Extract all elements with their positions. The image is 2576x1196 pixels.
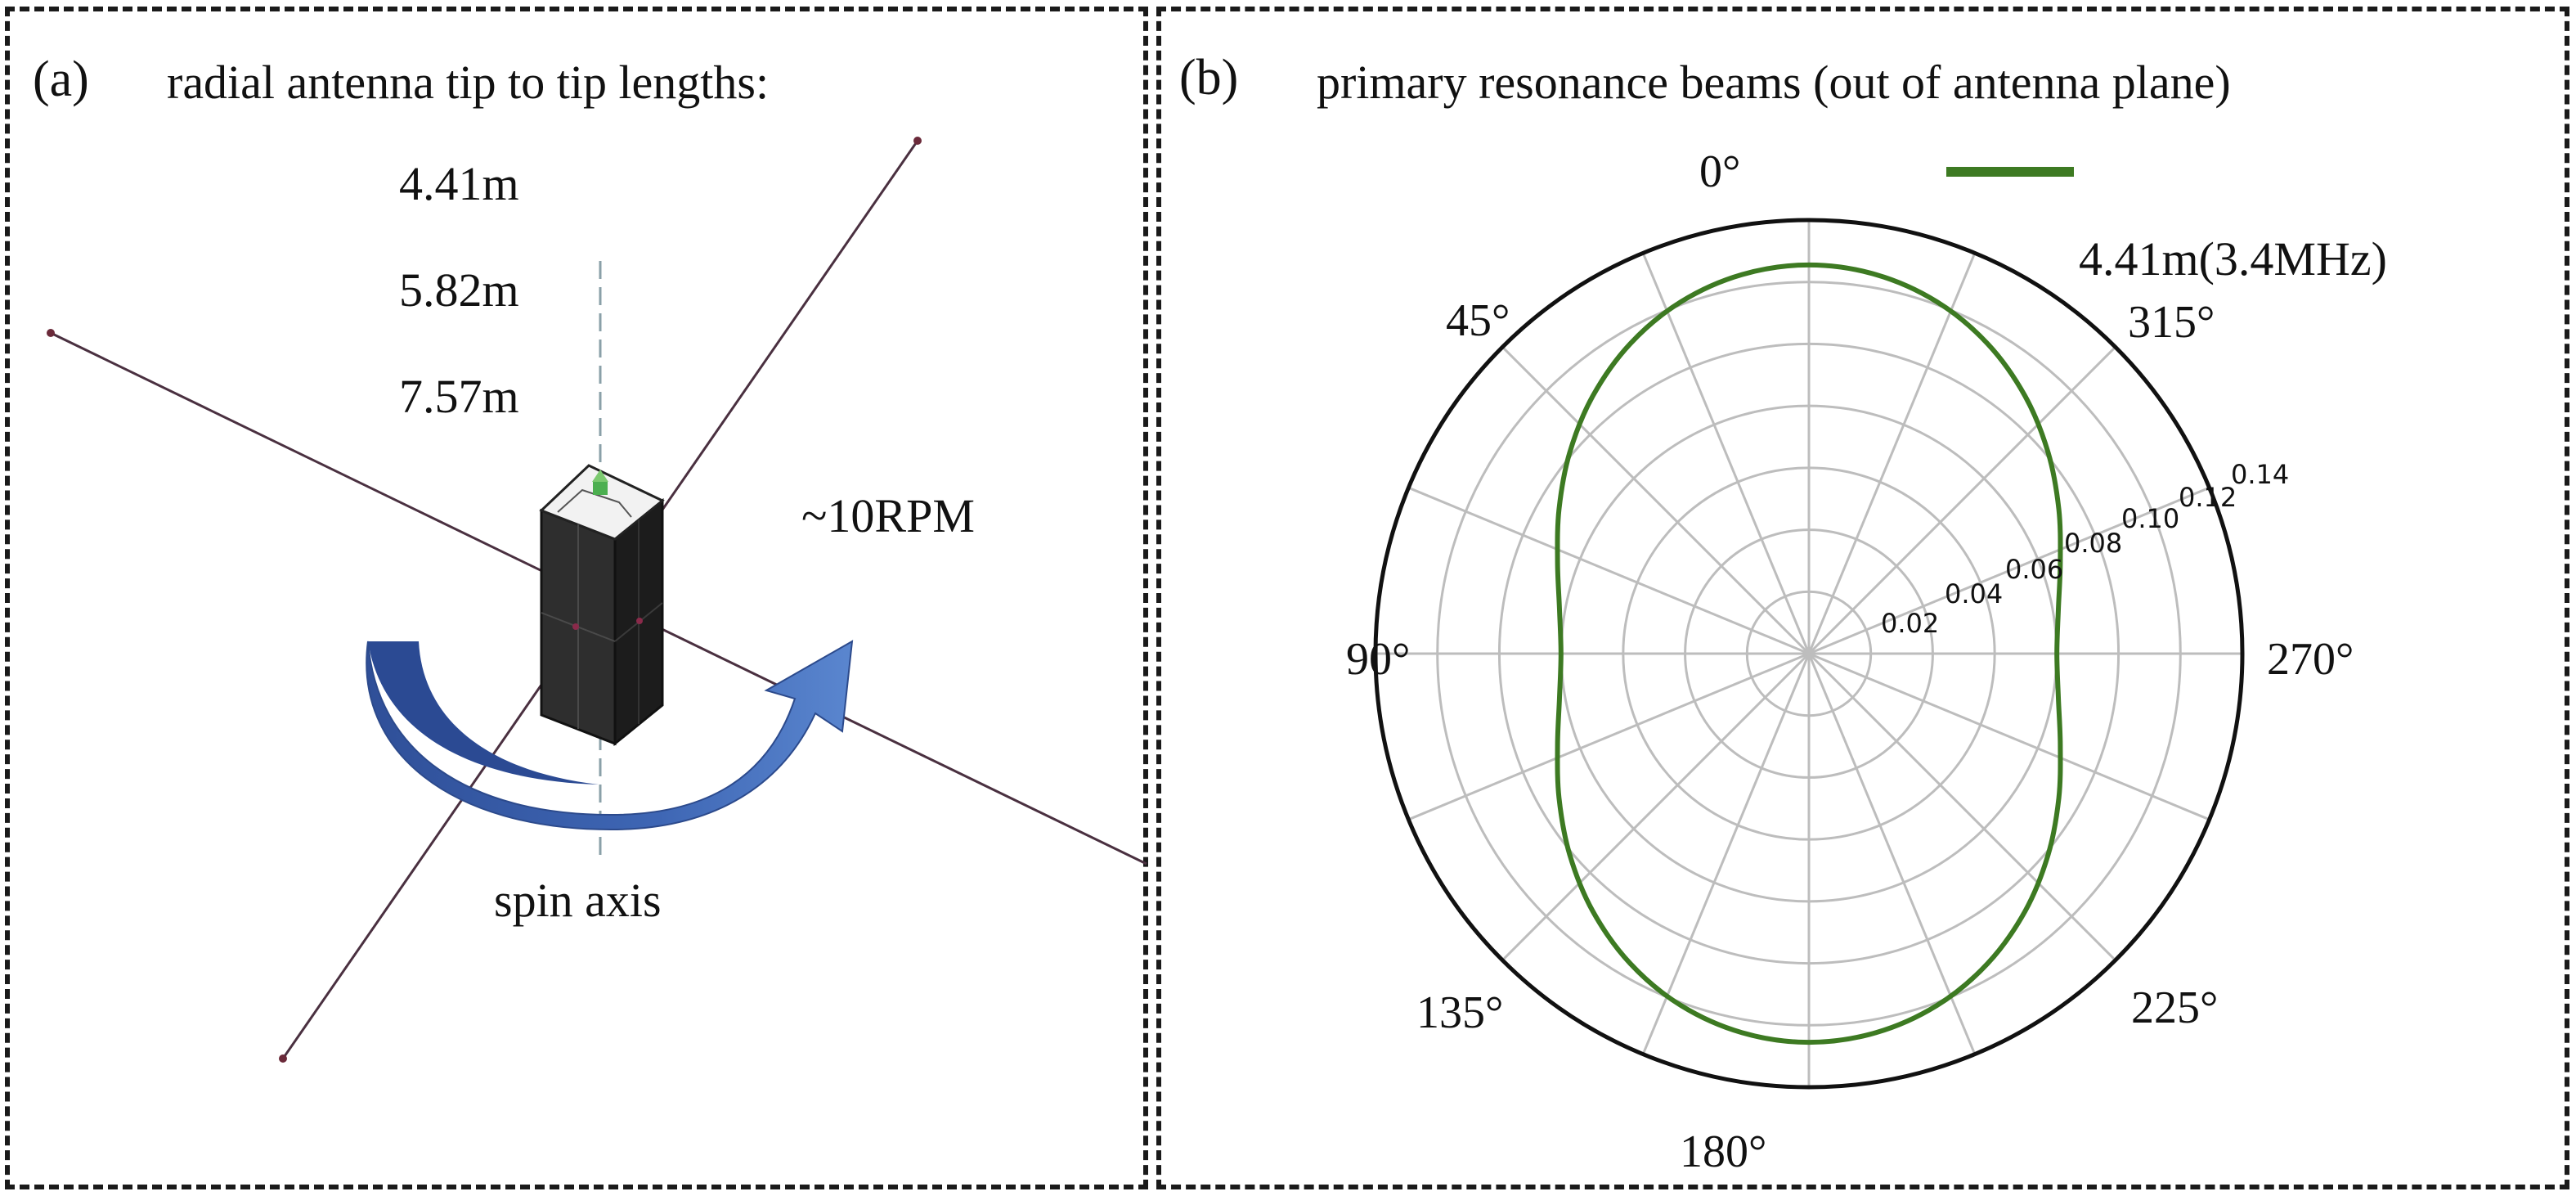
angle-label-90: 90° [1346, 634, 1411, 685]
polar-spoke [1407, 652, 1810, 821]
polar-spoke [1501, 652, 1811, 961]
angle-label-135: 135° [1416, 987, 1504, 1038]
antenna-tip [47, 329, 55, 337]
radial-tick-0.14: 0.14 [2231, 459, 2290, 490]
panel-a-title: radial antenna tip to tip lengths: [167, 56, 770, 109]
panel-b-title: primary resonance beams (out of antenna … [1317, 56, 2231, 109]
rotation-rate-label: ~10RPM [801, 489, 975, 542]
antenna-length-1: 4.41m [399, 157, 519, 210]
antenna-tip [279, 1054, 287, 1063]
panel-a-label: (a) [33, 52, 89, 107]
angle-label-0: 0° [1699, 146, 1741, 197]
angle-label-180: 180° [1680, 1126, 1767, 1177]
angle-label-315: 315° [2128, 297, 2215, 348]
polar-spoke [1807, 652, 2116, 961]
rotation-arrow-tail [368, 641, 599, 785]
polar-spoke [1807, 653, 1977, 1055]
radial-tick-0.08: 0.08 [2064, 528, 2123, 559]
polar-spoke [1807, 346, 2116, 655]
polar-spoke [1641, 653, 1811, 1055]
antenna-feed-icon [592, 470, 608, 495]
panel-a: (a) radial antenna tip to tip lengths: 4… [5, 7, 1148, 1189]
angle-label-270: 270° [2267, 634, 2354, 685]
polar-spoke [1641, 252, 1811, 654]
polar-spoke [1808, 486, 2210, 655]
polar-spoke [1501, 346, 1811, 655]
legend-label: 4.41m(3.4MHz) [2079, 232, 2387, 286]
beam-pattern-0 [1555, 262, 2063, 1045]
rotation-arrow [366, 640, 854, 831]
spacecraft-diagram [47, 137, 1147, 1063]
spacecraft-body [539, 464, 665, 747]
radial-tick-0.10: 0.10 [2121, 503, 2180, 534]
angle-label-45: 45° [1446, 295, 1510, 346]
polar-spoke [1808, 652, 2210, 821]
radial-tick-0.02: 0.02 [1881, 608, 1940, 639]
panel-b-label: (b) [1179, 50, 1239, 106]
antenna-tip [913, 137, 922, 145]
panel-b: (b) primary resonance beams (out of ante… [1156, 7, 2569, 1189]
spin-axis-label: spin axis [494, 874, 662, 927]
polar-outer-ring [1373, 218, 2245, 1090]
polar-plot [1373, 167, 2245, 1090]
angle-label-225: 225° [2131, 982, 2219, 1033]
radial-tick-0.04: 0.04 [1945, 578, 2004, 609]
antenna-length-2: 5.82m [399, 263, 519, 317]
polar-spoke [1407, 486, 1810, 655]
radial-tick-0.06: 0.06 [2005, 554, 2064, 585]
radial-tick-0.12: 0.12 [2179, 482, 2237, 513]
antenna-length-3: 7.57m [399, 370, 519, 423]
polar-spoke [1807, 252, 1977, 654]
